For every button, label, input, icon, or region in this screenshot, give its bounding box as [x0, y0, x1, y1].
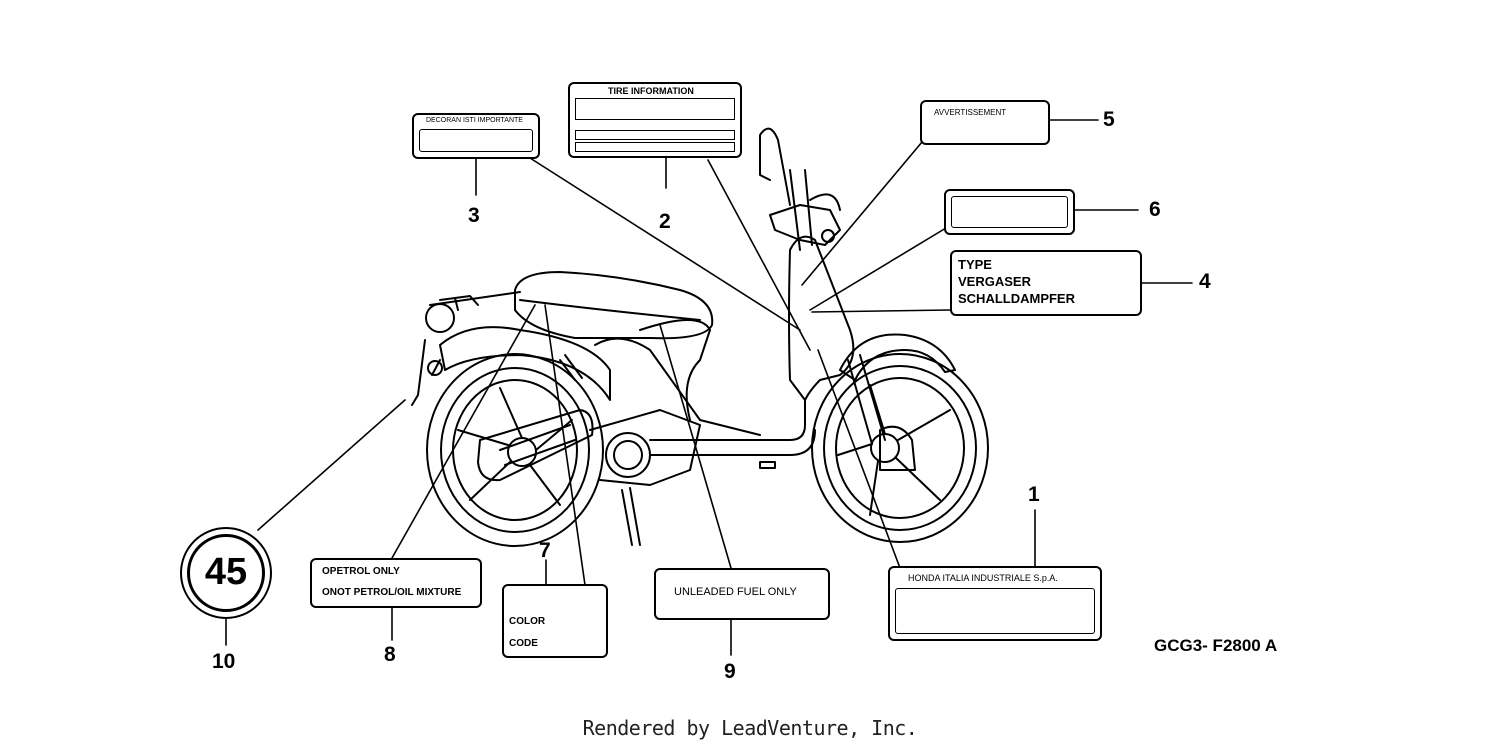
- rear-carrier: [429, 291, 521, 311]
- front-wheel: [811, 353, 989, 543]
- label-10-text: 45: [204, 551, 248, 593]
- label-2-text: TIRE INFORMATION: [608, 86, 694, 96]
- floorboard: [649, 399, 816, 456]
- front-fender: [839, 333, 956, 381]
- label-5-text: AVVERTISSEMENT: [934, 108, 1007, 117]
- label-4-type-vergaser: TYPE VERGASER SCHALLDAMPFER: [950, 250, 1142, 316]
- label-9-unleaded-fuel: UNLEADED FUEL ONLY: [654, 568, 830, 620]
- body-panel: [594, 319, 761, 436]
- handlebar: [769, 204, 841, 246]
- leader-lines: [225, 119, 1193, 656]
- label-1-honda-italia: HONDA ITALIA INDUSTRIALE S.p.A.: [888, 566, 1102, 641]
- callout-number-7: 7: [539, 539, 551, 562]
- callout-number-1: 1: [1028, 483, 1040, 506]
- callout-number-2: 2: [659, 210, 671, 233]
- label-7-color-code: COLOR CODE: [502, 584, 608, 658]
- label-8-petrol-only: OPETROL ONLY ONOT PETROL/OIL MIXTURE: [310, 558, 482, 608]
- muffler: [477, 409, 594, 482]
- label-8-line-1: OPETROL ONLY: [322, 566, 400, 577]
- rear-wheel: [426, 353, 604, 547]
- rear-body: [439, 326, 611, 401]
- label-4-line-2: VERGASER: [958, 274, 1031, 289]
- diagram-code: GCG3- F2800 A: [1154, 636, 1278, 655]
- label-3-text: DECORAN ISTI IMPORTANTE: [426, 117, 523, 124]
- seat: [514, 271, 714, 340]
- callout-number-4: 4: [1199, 270, 1211, 293]
- label-7-line-2: CODE: [509, 638, 538, 649]
- callout-number-6: 6: [1149, 198, 1161, 221]
- label-9-text: UNLEADED FUEL ONLY: [674, 586, 797, 598]
- callout-number-5: 5: [1103, 108, 1115, 131]
- footer-credit: Rendered by LeadVenture, Inc.: [582, 716, 918, 740]
- label-10-speed-sign: 45: [180, 527, 272, 619]
- label-1-text: HONDA ITALIA INDUSTRIALE S.p.A.: [908, 573, 1058, 583]
- label-4-line-3: SCHALLDAMPFER: [958, 291, 1075, 306]
- callout-number-10: 10: [212, 650, 236, 673]
- label-8-line-2: ONOT PETROL/OIL MIXTURE: [322, 587, 462, 598]
- label-6-blank: [944, 189, 1075, 235]
- label-5-avvertissement: AVVERTISSEMENT: [920, 100, 1050, 145]
- label-7-line-1: COLOR: [509, 616, 546, 627]
- label-4-line-1: TYPE: [958, 257, 992, 272]
- callout-number-9: 9: [724, 660, 736, 683]
- label-2-tire-information: TIRE INFORMATION: [568, 82, 742, 158]
- label-3-decorazioni: DECORAN ISTI IMPORTANTE: [412, 113, 540, 159]
- callout-number-8: 8: [384, 643, 396, 666]
- callout-number-3: 3: [468, 204, 480, 227]
